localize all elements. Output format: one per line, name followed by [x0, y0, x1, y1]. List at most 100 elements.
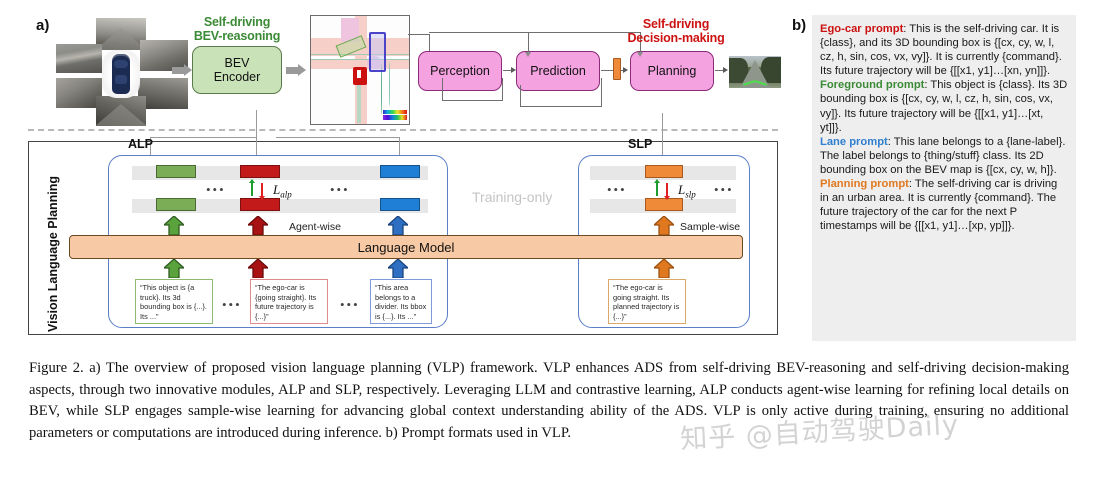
bev-colorbar-bottom: [383, 115, 407, 120]
alp-loss-arrow-up: [248, 179, 255, 196]
bev-reasoning-heading: Self-driving BEV-reasoning: [186, 15, 288, 43]
multi-camera-input: [56, 16, 188, 126]
prompt-format-planning: Planning prompt: The self-driving car is…: [820, 177, 1068, 233]
alp-prompt-box-blue: “This area belongs to a divider. Its bbo…: [370, 279, 432, 324]
vlp-frame: [28, 141, 778, 335]
camera-thumb-front: [96, 18, 146, 50]
line-into-slp: [662, 113, 664, 163]
camera-thumb-back-left: [56, 78, 102, 108]
line-bottom-rail-2: [520, 106, 602, 107]
alp-arrow-red-up-upper: [248, 216, 268, 235]
alp-feature-row-bottom: [132, 199, 428, 213]
panel-a-letter: a): [36, 17, 50, 34]
alp-feature-top-red: [240, 165, 280, 178]
language-model-label: Language Model: [357, 239, 455, 255]
arrowtip-planning-to-output: [723, 67, 728, 73]
camera-thumb-back-right: [138, 78, 188, 109]
slp-dots-right: •••: [714, 182, 734, 197]
bev-encoder-label-line2: Encoder: [213, 70, 261, 84]
alp-prompt-dots-1: •••: [222, 297, 242, 312]
slp-loss-label: Lslp: [678, 182, 696, 200]
line-into-alp-green: [150, 137, 152, 163]
alp-dots-left: •••: [206, 182, 226, 197]
ads-block-prediction-label: Prediction: [530, 64, 586, 78]
ads-block-perception[interactable]: Perception: [418, 51, 502, 91]
bev-reasoning-heading-line1: Self-driving: [203, 15, 271, 29]
prompt-format-foreground-key: Foreground prompt: [820, 79, 925, 92]
arrow-encoder-to-bevmap: [286, 63, 308, 77]
decision-making-heading-line2: Decision-making: [627, 31, 725, 45]
bev-encoder-label-line1: BEV: [224, 56, 250, 70]
line-into-alp-blue-h: [276, 137, 400, 138]
alp-feature-bottom-green: [156, 198, 196, 211]
planning-output-image: [729, 56, 781, 88]
alp-arrow-green-up-lower: [164, 259, 184, 278]
alp-loss-prefix: L: [273, 182, 281, 197]
figure-caption-text: Figure 2. a) The overview of proposed vi…: [29, 360, 1069, 441]
alp-feature-top-green: [156, 165, 196, 178]
bev-gt-box-red: [353, 67, 367, 85]
line-token-to-planning: [621, 70, 624, 71]
arrowtip-skip-to-planning: [637, 52, 643, 57]
decision-making-heading: Self-driving Decision-making: [620, 17, 732, 45]
line-perception-to-prediction: [503, 70, 512, 71]
line-skip-bev-down: [528, 32, 530, 55]
slp-loss-prefix: L: [678, 182, 686, 197]
line-perception-bottom-down: [502, 78, 504, 101]
line-bottom-rail-2-up: [520, 85, 522, 107]
alp-feature-top-blue: [380, 165, 420, 178]
prompt-format-planning-key: Planning prompt: [820, 178, 909, 191]
alp-loss-arrow-down: [258, 183, 265, 200]
alp-title: ALP: [128, 137, 153, 151]
camera-thumb-back: [96, 96, 146, 126]
slp-arrow-up-upper: [654, 216, 674, 235]
decision-making-heading-line1: Self-driving: [642, 17, 710, 31]
line-into-alp-green-h: [150, 137, 257, 138]
line-prediction-to-planning: [601, 70, 613, 71]
bev-encoder-block[interactable]: BEV Encoder: [192, 46, 282, 94]
slp-dots-left: •••: [607, 182, 627, 197]
arrow-cameras-to-encoder: [172, 63, 194, 77]
language-model-bar[interactable]: Language Model: [69, 235, 743, 259]
ads-block-perception-label: Perception: [430, 64, 490, 78]
alp-arrow-blue-up-upper: [388, 216, 408, 235]
line-bev-to-ads: [408, 34, 430, 36]
prompt-formats-panel: Ego-car prompt: This is the self-driving…: [812, 15, 1076, 341]
ads-block-prediction[interactable]: Prediction: [516, 51, 600, 91]
bev-reasoning-heading-line2: BEV-reasoning: [193, 29, 281, 43]
slp-feature-token-pipeline: [613, 58, 621, 80]
prompt-format-lane: Lane prompt: This lane belongs to a {lan…: [820, 135, 1068, 177]
prompt-format-lane-body: : This lane belongs to a {lane-label}. T…: [820, 135, 1066, 176]
section-divider: [28, 129, 778, 131]
prompt-format-ego-car: Ego-car prompt: This is the self-driving…: [820, 22, 1068, 78]
alp-feature-row-top: [132, 166, 428, 180]
slp-loss-subscript: slp: [685, 189, 696, 200]
ego-car-icon: [112, 54, 130, 94]
alp-prompt-dots-2: •••: [340, 297, 360, 312]
slp-title: SLP: [628, 137, 653, 151]
panel-b-letter: b): [792, 17, 807, 34]
line-skip-long-down: [640, 32, 642, 55]
line-into-alp-blue: [399, 137, 401, 163]
alp-loss-subscript: alp: [280, 189, 292, 200]
line-skip-long-top: [429, 32, 641, 33]
bev-gt-box-blue: [369, 32, 386, 72]
prompt-format-foreground-body: : This object is {class}. Its 3D boundin…: [820, 79, 1068, 134]
prompt-format-lane-key: Lane prompt: [820, 135, 888, 148]
ads-block-planning-label: Planning: [647, 64, 697, 78]
alp-dots-right: •••: [330, 182, 350, 197]
arrowtip-perception-to-prediction: [511, 67, 516, 73]
figure-caption: Figure 2. a) The overview of proposed vi…: [29, 358, 1069, 444]
alp-prompt-box-green: “This object is {a truck}. Its 3d boundi…: [135, 279, 213, 324]
alp-loss-label: Lalp: [273, 182, 292, 200]
prompt-format-foreground: Foreground prompt: This object is {class…: [820, 78, 1068, 134]
slp-loss-arrow-up: [653, 179, 660, 196]
arrowtip-to-planning: [623, 67, 628, 73]
line-bottom-rail-up: [442, 78, 444, 101]
prompt-format-ego-car-key: Ego-car prompt: [820, 23, 904, 35]
ads-block-planning[interactable]: Planning: [630, 51, 714, 91]
alp-arrow-red-up-lower: [248, 259, 268, 278]
bev-colorbar-top: [383, 110, 407, 114]
slp-arrow-up-lower: [654, 259, 674, 278]
slp-sample-wise-label: Sample-wise: [680, 221, 741, 233]
